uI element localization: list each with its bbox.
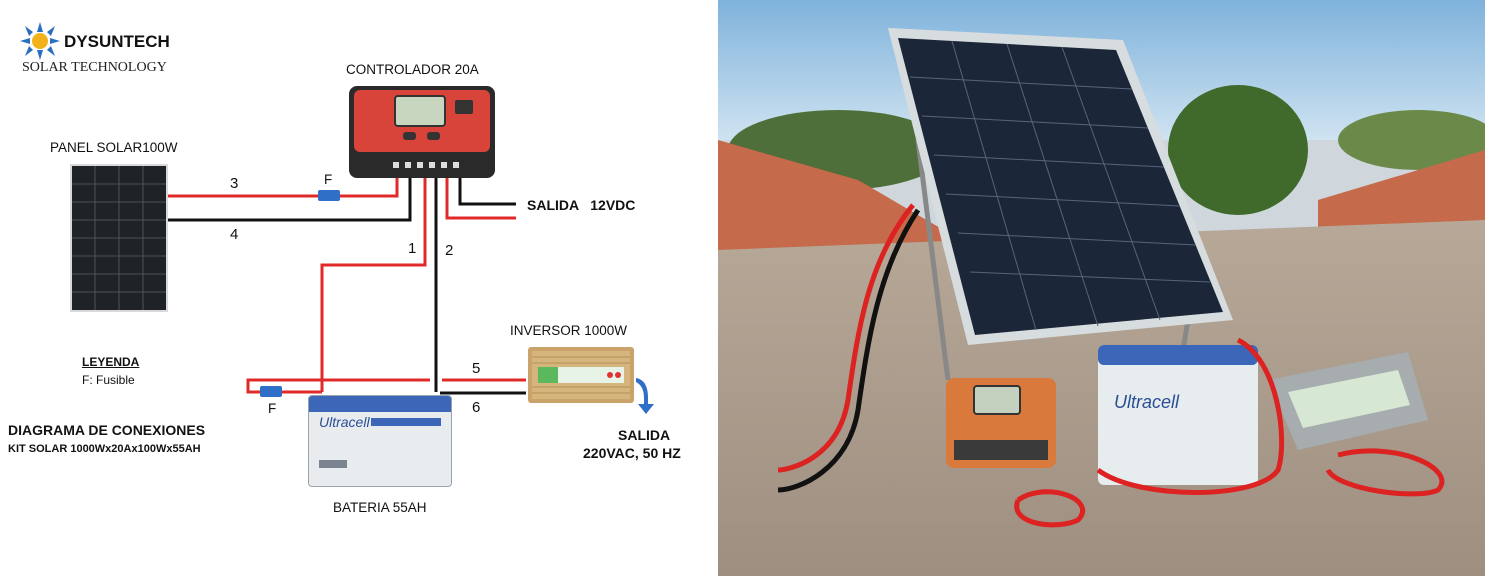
inverter-label: INVERSOR 1000W (510, 323, 628, 338)
battery-photo: Ultracell (1098, 345, 1258, 485)
ac-output-title: SALIDA (618, 427, 671, 443)
inverter-icon (528, 347, 634, 403)
fuse-bottom (260, 386, 282, 397)
ac-arrow-icon (636, 378, 654, 414)
sun-logo-icon (20, 22, 60, 60)
wire-4 (165, 174, 412, 222)
wiring-diagram: DYSUNTECH SOLAR TECHNOLOGY (0, 0, 718, 576)
wire-label-4: 4 (230, 226, 239, 243)
brand-name: DYSUNTECH (64, 32, 170, 51)
wire-label-3: 3 (230, 175, 239, 192)
tree (1168, 85, 1308, 215)
diagram-title: DIAGRAMA DE CONEXIONES (8, 422, 206, 438)
battery-photo-brand: Ultracell (1114, 392, 1180, 412)
tree (1338, 110, 1485, 170)
inverter-photo (1268, 352, 1428, 450)
wire-3 (165, 176, 399, 198)
wire-out-black (458, 176, 516, 206)
legend-item: F: Fusible (82, 373, 135, 387)
controller-label: CONTROLADOR 20A (346, 62, 479, 77)
solar-panel-icon (70, 164, 168, 312)
wire-label-2: 2 (445, 242, 454, 259)
charge-controller-photo (946, 378, 1056, 468)
brand-tagline: SOLAR TECHNOLOGY (22, 60, 167, 75)
wire-label-1: 1 (408, 240, 417, 257)
wire-label-5: 5 (472, 360, 481, 377)
wire-1 (320, 174, 427, 392)
rooftop-scene: Ultracell (718, 0, 1485, 576)
ac-output-value: 220VAC, 50 HZ (583, 445, 681, 461)
wire-label-6: 6 (472, 399, 481, 416)
rooftop-photo: Ultracell (718, 0, 1485, 576)
dc-output-label: SALIDA 12VDC (527, 197, 636, 213)
fuse-label-top: F (324, 172, 333, 187)
wire-out-red (445, 176, 516, 220)
legend-title: LEYENDA (82, 355, 140, 369)
charge-controller-icon (349, 86, 495, 178)
solar-panel-photo (888, 28, 1233, 381)
wires (165, 174, 654, 414)
tile-roof-right (1318, 150, 1485, 230)
battery-icon: Ultracell (308, 395, 452, 487)
panel-label: PANEL SOLAR100W (50, 140, 178, 155)
diagram-subtitle: KIT SOLAR 1000Wx20Ax100Wx55AH (8, 443, 201, 455)
battery-label: BATERIA 55AH (333, 500, 427, 515)
wire-battery-fuse (246, 378, 430, 394)
fuse-label-bottom: F (268, 401, 277, 416)
battery-brand: Ultracell (319, 414, 370, 430)
fuse-top (318, 190, 340, 201)
